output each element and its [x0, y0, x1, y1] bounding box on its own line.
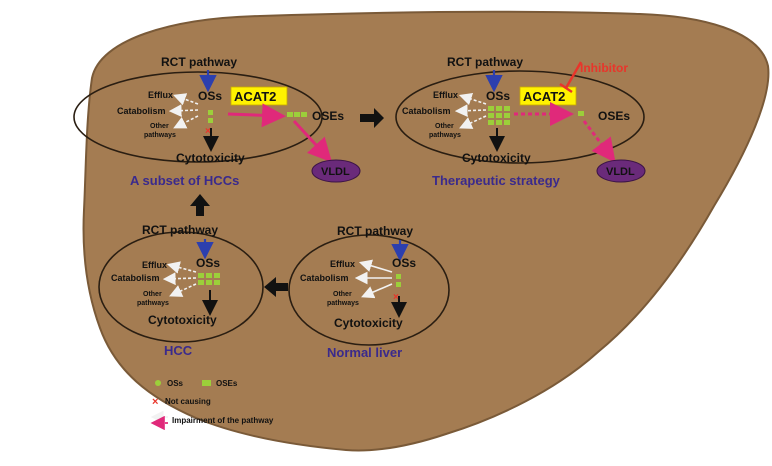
catabolism-arrow	[168, 104, 199, 118]
other-label: Other	[435, 123, 454, 130]
cytotoxicity-label: Cytotoxicity	[176, 151, 245, 165]
pathways-label: pathways	[144, 132, 176, 139]
panel-ellipse	[98, 231, 264, 343]
legend-impairment-label: Impairment of the pathway	[172, 416, 274, 425]
inhibitor-line	[564, 61, 583, 89]
pathways-label: pathways	[429, 132, 461, 139]
oss-accumulation-grid	[198, 273, 220, 285]
cytotoxicity-label: Cytotoxicity	[334, 316, 403, 330]
oss-label: OSs	[198, 89, 222, 103]
rct-pathway-label: RCT pathway	[142, 223, 218, 237]
ose-block	[287, 112, 293, 117]
oss-label: OSs	[196, 256, 220, 270]
legend-oss-label: OSs	[167, 379, 184, 388]
efflux-label: Efflux	[433, 90, 458, 100]
other-arrow	[459, 115, 487, 129]
catabolism-label: Catabolism	[111, 273, 160, 283]
other-label: Other	[143, 291, 162, 298]
caption-hcc: HCC	[164, 343, 193, 358]
panel-normal-liver: RCT pathway Efflux Catabolism Other path…	[288, 224, 450, 360]
acat2-label: ACAT2	[234, 89, 276, 104]
liver-shape	[82, 10, 770, 452]
pathways-label: pathways	[137, 300, 169, 307]
acat2-label: ACAT2	[523, 89, 565, 104]
os-dot	[208, 110, 213, 115]
oses-label: OSEs	[598, 109, 630, 123]
cytotoxicity-label: Cytotoxicity	[148, 313, 217, 327]
cytotoxicity-label: Cytotoxicity	[462, 151, 531, 165]
efflux-label: Efflux	[330, 259, 355, 269]
rct-pathway-label: RCT pathway	[337, 224, 413, 238]
flow-arrow-right	[360, 108, 384, 128]
flow-arrow-up	[190, 194, 210, 216]
other-label: Other	[333, 291, 352, 298]
caption-therapeutic-strategy: Therapeutic strategy	[432, 173, 561, 188]
acat2-box	[230, 86, 288, 106]
efflux-arrow	[358, 259, 393, 273]
panel-hcc: RCT pathway Efflux Catabolism Other path…	[98, 223, 264, 358]
vldl-arrow	[292, 119, 333, 163]
catabolism-label: Catabolism	[402, 106, 451, 116]
flow-arrow-left	[264, 277, 288, 297]
legend-ose-icon	[202, 380, 211, 386]
catabolism-label: Catabolism	[300, 273, 349, 283]
efflux-label: Efflux	[148, 90, 173, 100]
caption-subset-hccs: A subset of HCCs	[130, 173, 239, 188]
efflux-label: Efflux	[142, 260, 167, 270]
legend: OSs OSEs × Not causing Impairment of the…	[150, 379, 274, 431]
caption-normal-liver: Normal liver	[327, 345, 402, 360]
legend-oses-label: OSEs	[216, 379, 238, 388]
ose-block	[294, 112, 300, 117]
panel-ellipse	[395, 70, 645, 164]
other-label: Other	[150, 123, 169, 130]
pathways-label: pathways	[327, 300, 359, 307]
rct-pathway-label: RCT pathway	[161, 55, 237, 69]
other-arrow	[361, 283, 393, 299]
acat2-arrow	[227, 103, 286, 128]
oss-label: OSs	[486, 89, 510, 103]
impaired-catabolism-arrow	[162, 272, 197, 286]
catabolism-label: Catabolism	[117, 106, 166, 116]
acat2-box	[519, 86, 577, 106]
panel-ellipse	[73, 71, 323, 163]
rct-pathway-label: RCT pathway	[447, 55, 523, 69]
os-dot	[208, 118, 213, 123]
panel-subset-hccs: RCT pathway Efflux Catabolism Other path…	[73, 55, 361, 188]
efflux-arrow	[172, 93, 199, 106]
vldl-oval	[311, 159, 361, 183]
impaired-other-arrow	[169, 283, 197, 297]
os-dot	[396, 274, 401, 279]
impaired-efflux-arrow	[166, 261, 197, 274]
panel-ellipse	[288, 234, 450, 346]
inhibitor-bar	[559, 82, 573, 94]
ose-block	[301, 112, 307, 117]
oses-label: OSEs	[312, 109, 344, 123]
not-causing-icon: ×	[393, 292, 399, 303]
legend-os-icon	[155, 380, 161, 386]
vldl-label: VLDL	[321, 166, 350, 178]
oss-accumulation-grid	[488, 106, 510, 125]
impaired-vldl-arrow	[582, 120, 616, 163]
oss-label: OSs	[392, 256, 416, 270]
ose-block	[578, 111, 584, 116]
other-arrow	[173, 115, 199, 129]
vldl-label: VLDL	[606, 166, 635, 178]
vldl-oval	[596, 159, 646, 183]
not-causing-icon: ×	[205, 126, 211, 137]
inhibitor-label: Inhibitor	[580, 61, 628, 75]
panel-therapeutic-strategy: RCT pathway Efflux Catabolism Other path…	[395, 55, 646, 188]
os-dot	[396, 282, 401, 287]
legend-not-causing-icon: ×	[152, 396, 158, 408]
legend-not-causing-label: Not causing	[165, 397, 211, 406]
efflux-arrow	[458, 92, 487, 106]
